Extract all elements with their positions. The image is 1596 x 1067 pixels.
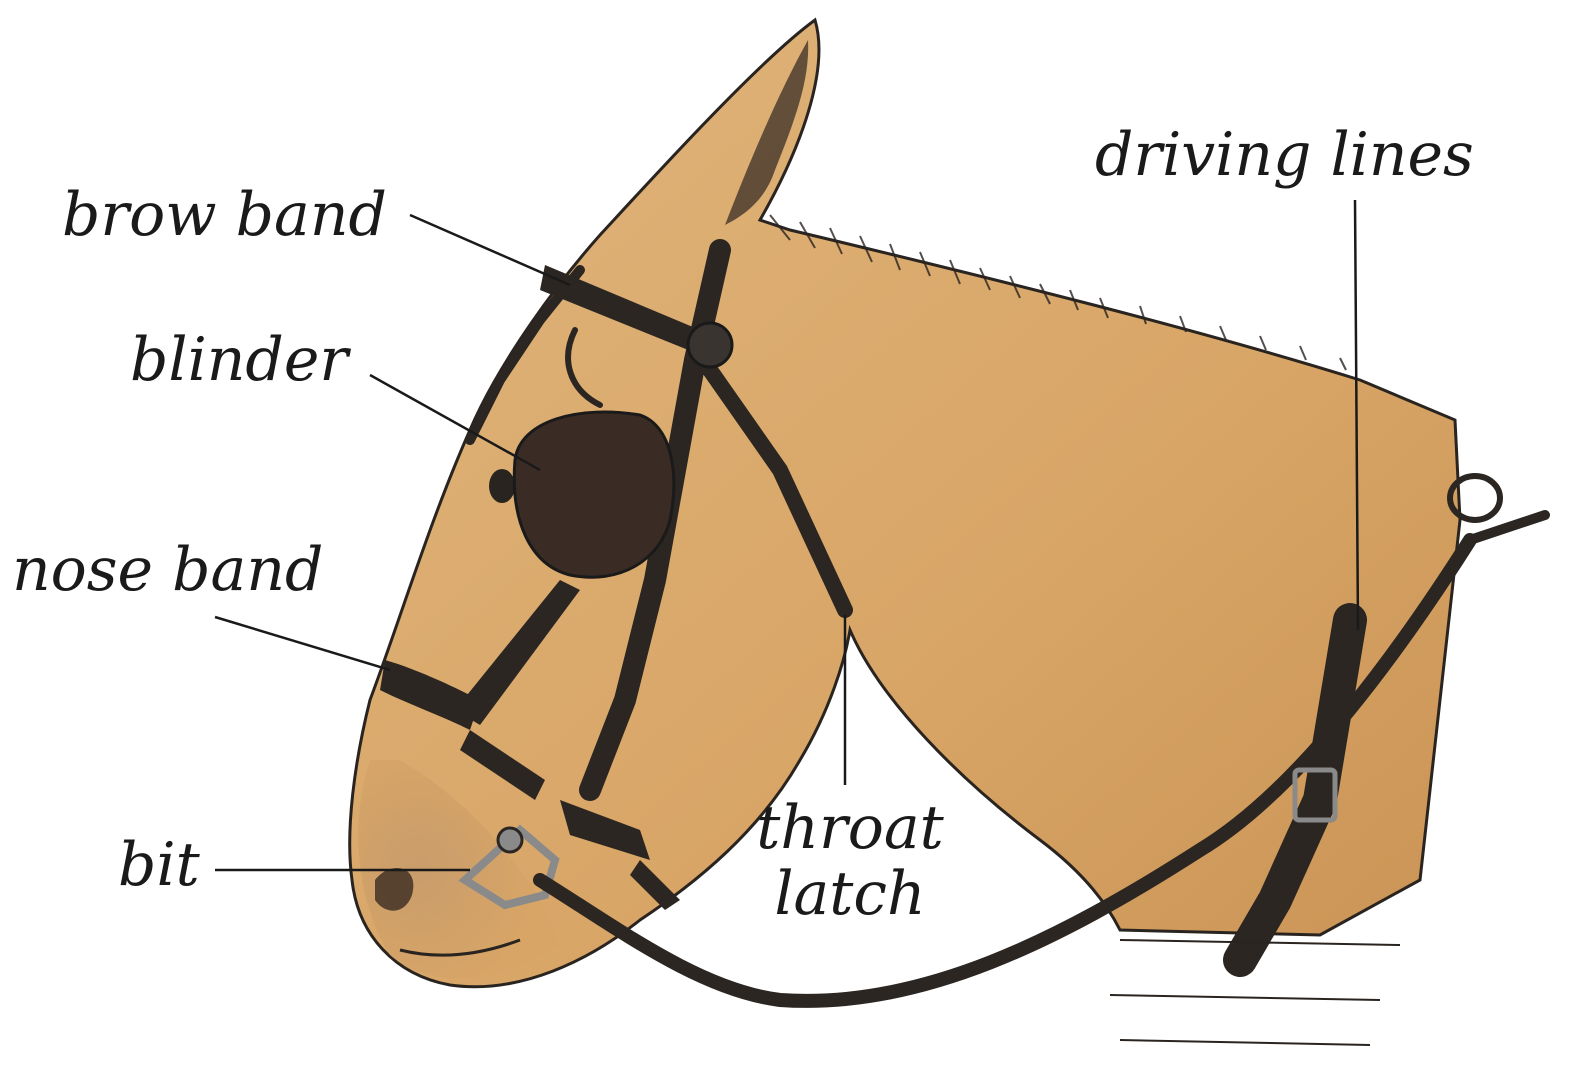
- label-blinder: blinder: [130, 330, 348, 390]
- eye: [489, 469, 515, 503]
- leader-nose-band: [215, 617, 390, 670]
- label-throat-latch-line1: throat: [740, 795, 960, 861]
- label-throat-latch: throat latch: [740, 795, 960, 927]
- blinder-cup: [514, 412, 674, 577]
- brow-band-rosette: [688, 323, 732, 367]
- bit-ring-center: [498, 828, 522, 852]
- label-nose-band: nose band: [12, 540, 323, 600]
- label-bit: bit: [118, 835, 200, 895]
- label-brow-band: brow band: [62, 185, 387, 245]
- leader-brow-band: [410, 215, 570, 285]
- label-driving-lines: driving lines: [1095, 125, 1474, 185]
- label-throat-latch-line2: latch: [740, 861, 960, 927]
